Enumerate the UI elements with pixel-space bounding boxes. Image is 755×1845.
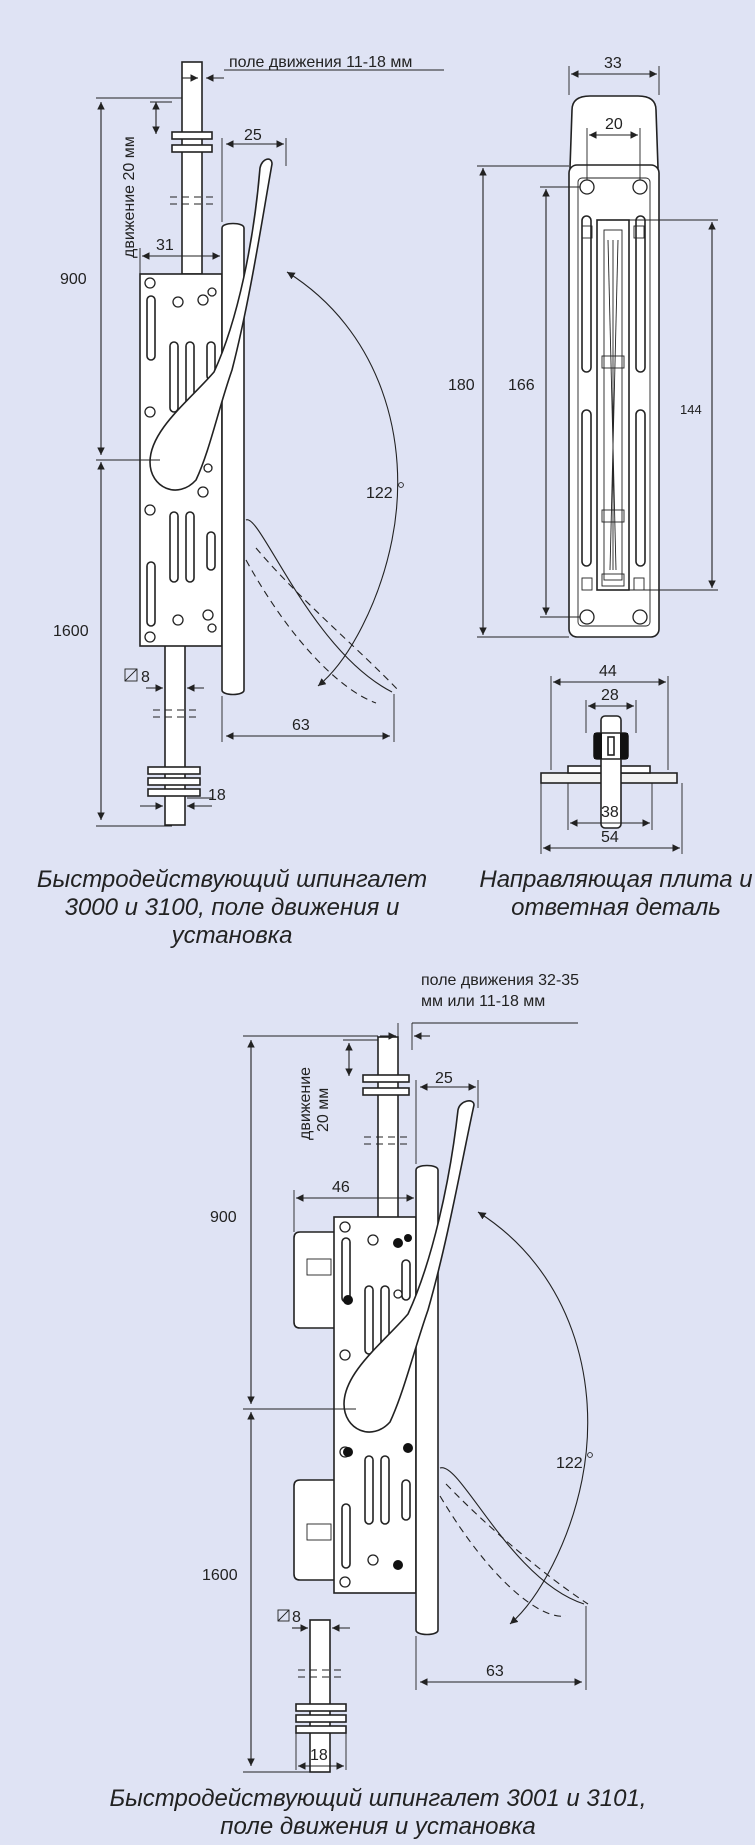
angle-122: 122 — [556, 1455, 583, 1472]
caption-bottom: Быстродействующий шпингалет 3001 и 3101,… — [110, 1785, 647, 1840]
svg-text:Быстродействующий шпингалет: Быстродействующий шпингалет — [37, 866, 427, 893]
stroke-label-1: движение — [297, 1067, 314, 1140]
dimensions-top-right: 33 20 180 166 144 44 28 — [448, 55, 718, 854]
lever-handle — [343, 1100, 589, 1636]
caption-top-left: Быстродействующий шпингалет 3000 и 3100,… — [37, 866, 427, 949]
dim-18: 18 — [310, 1747, 328, 1764]
drawing-espagnolette-3000: 900 1600 поле движения 11-18 мм движение… — [53, 54, 444, 827]
dim-25: 25 — [244, 127, 262, 144]
dim-8: 8 — [292, 1609, 301, 1626]
stroke-label: движение 20 мм — [121, 136, 138, 258]
dim-54: 54 — [601, 829, 619, 846]
guide-plate — [568, 95, 660, 638]
svg-text:Направляющая плита и: Направляющая плита и — [479, 866, 752, 893]
drawing-guide-plate: 33 20 180 166 144 44 28 — [448, 55, 718, 854]
svg-text:Быстродействующий шпингалет 30: Быстродействующий шпингалет 3001 и 3101, — [110, 1785, 647, 1812]
dim-28: 28 — [601, 687, 619, 704]
svg-text:3000 и 3100, поле движения и: 3000 и 3100, поле движения и — [65, 894, 400, 921]
dimensions-top-left: 900 1600 поле движения 11-18 мм движение… — [53, 54, 444, 827]
dim-46: 46 — [332, 1179, 350, 1196]
rod-top — [170, 61, 214, 275]
angle-122: 122 — [366, 485, 393, 502]
lever-handle — [149, 158, 399, 704]
dim-63: 63 — [486, 1663, 504, 1680]
dim-144: 144 — [680, 402, 702, 417]
strike-plate — [540, 715, 678, 829]
travel-range-label-1: поле движения 32-35 — [421, 972, 579, 989]
dim-20: 20 — [605, 116, 623, 133]
dim-166: 166 — [508, 377, 535, 394]
dim-1600: 1600 — [53, 623, 89, 640]
drawing-espagnolette-3001: 900 1600 поле движения 32-35 мм или 11-1… — [202, 972, 593, 1773]
travel-range-label-2: мм или 11-18 мм — [421, 993, 545, 1010]
svg-text:поле движения и установка: поле движения и установка — [220, 1813, 535, 1840]
svg-text:установка: установка — [170, 922, 293, 949]
dim-8: 8 — [141, 669, 150, 686]
dim-180: 180 — [448, 377, 475, 394]
travel-range-label: поле движения 11-18 мм — [229, 54, 412, 71]
dim-33: 33 — [604, 55, 622, 72]
caption-top-right: Направляющая плита и ответная деталь — [479, 866, 752, 921]
stroke-label-2: 20 мм — [315, 1088, 332, 1132]
dim-63: 63 — [292, 717, 310, 734]
svg-text:ответная деталь: ответная деталь — [511, 894, 721, 921]
dim-31: 31 — [156, 237, 174, 254]
dim-900: 900 — [210, 1209, 237, 1226]
rod-bottom — [147, 644, 201, 826]
dimensions-bottom: 900 1600 поле движения 32-35 мм или 11-1… — [202, 972, 593, 1773]
dim-900: 900 — [60, 271, 87, 288]
keeper-brackets — [293, 1231, 337, 1581]
dim-38: 38 — [601, 804, 619, 821]
dim-18: 18 — [208, 787, 226, 804]
dim-25: 25 — [435, 1070, 453, 1087]
rod-top — [362, 1036, 410, 1220]
dim-44: 44 — [599, 663, 617, 680]
dim-1600: 1600 — [202, 1567, 238, 1584]
